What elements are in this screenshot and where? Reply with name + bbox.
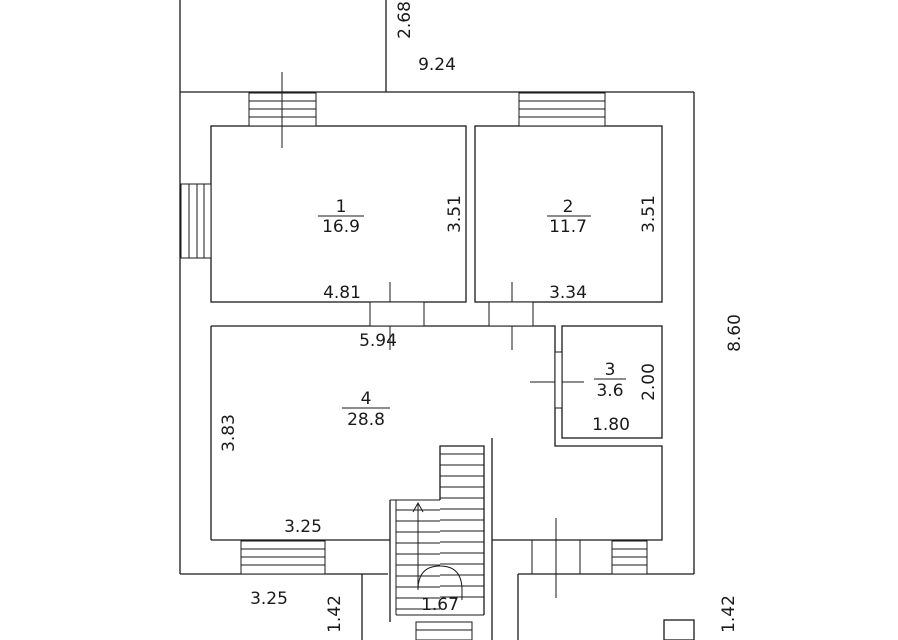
room-3-depth-dimension: 2.00 [639,363,659,401]
overall-depth-dimension: 8.60 [725,314,745,352]
top-extension-dimension: 2.68 [395,1,415,39]
room-3-label: 3 3.6 [594,360,626,401]
room-2-area: 11.7 [549,217,587,237]
room-1-label: 1 16.9 [318,197,364,237]
stair-width-dimension: 1.67 [421,595,459,615]
room-3-number: 3 [605,360,616,380]
room-1-width-dimension: 4.81 [323,283,361,303]
room-1-number: 1 [336,197,347,217]
room-1-area: 16.9 [322,217,360,237]
room-4-number: 4 [361,389,372,409]
room-4-area: 28.8 [347,410,385,430]
room-2-depth-dimension: 3.51 [639,195,659,233]
window-room-4-bottom [240,540,326,575]
room-4-lower-width-dimension: 3.25 [284,517,322,537]
room-1-depth-dimension: 3.51 [445,195,465,233]
staircase [389,438,493,640]
porch-width-dimension: 3.25 [250,589,288,609]
porch-right-depth-dimension: 1.42 [719,595,739,633]
room-4-depth-dimension: 3.83 [219,414,239,452]
room-2-label: 2 11.7 [547,197,591,237]
room-3-width-dimension: 1.80 [592,415,630,435]
room-4-label: 4 28.8 [342,389,390,430]
room-2-width-dimension: 3.34 [549,283,587,303]
window-bottom-right [611,540,648,575]
porch-left-depth-dimension: 1.42 [325,595,345,633]
door-symbols [281,72,584,598]
window-room-2-top [518,92,606,127]
room-3-area: 3.6 [596,381,623,401]
overall-width-dimension: 9.24 [418,55,456,75]
room-2-number: 2 [563,197,574,217]
room-4-width-dimension: 5.94 [359,331,397,351]
porch [361,574,695,640]
exterior-walls [179,0,695,575]
window-room-1-left [180,183,212,259]
